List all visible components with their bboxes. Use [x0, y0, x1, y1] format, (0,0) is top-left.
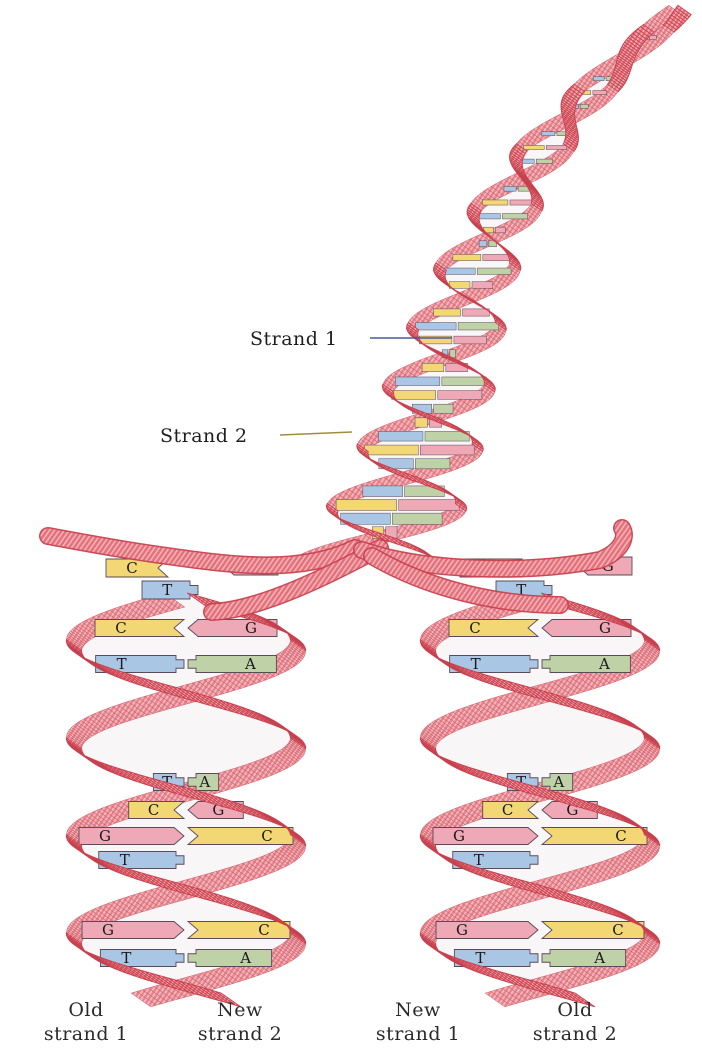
upper-base-block — [453, 254, 481, 260]
left-base-right-7 — [188, 922, 290, 939]
right-base-right-3-letter: A — [552, 773, 564, 791]
new-strand-2-label-line2: strand 2 — [198, 1023, 282, 1045]
left-base-left-5-letter: G — [99, 827, 111, 845]
left-base-right-7-letter: C — [258, 921, 269, 939]
upper-base-block — [524, 145, 544, 149]
strand1-label: Strand 1 — [250, 328, 338, 350]
upper-base-block — [434, 309, 461, 316]
right-base-right-1-letter: A — [598, 655, 610, 673]
new-strand-2-label-line1: New — [217, 999, 263, 1021]
upper-base-block — [392, 391, 436, 400]
left-base-right-0-letter: G — [245, 619, 257, 637]
upper-base-block — [593, 91, 607, 95]
new-strand-1-label-line1: New — [395, 999, 441, 1021]
right-base-right-8 — [542, 950, 626, 967]
right-base-right-5 — [542, 828, 647, 845]
left-base-left-0 — [95, 620, 184, 637]
left-base-left-0-letter: C — [115, 619, 126, 637]
upper-base-block — [482, 200, 508, 205]
upper-base-block — [392, 513, 442, 524]
upper-base-block — [580, 104, 588, 108]
right-base-right-1 — [542, 656, 630, 673]
right-base-left-5-letter: G — [453, 827, 465, 845]
upper-base-block — [363, 486, 403, 497]
right-base-left-0-letter: C — [469, 619, 480, 637]
upper-base-block — [441, 268, 475, 274]
upper-base-block — [379, 431, 423, 441]
old-strand-2-label-line2: strand 2 — [533, 1023, 617, 1045]
upper-base-block — [458, 323, 499, 330]
right-base-left-4-letter: C — [502, 801, 513, 819]
upper-base-block — [415, 418, 427, 427]
left-base-left-8-letter: T — [121, 949, 131, 967]
upper-base-block — [336, 500, 397, 511]
upper-base-block — [415, 459, 450, 469]
left-base-left-4-letter: C — [148, 801, 159, 819]
right-base-right-7-letter: C — [612, 921, 623, 939]
right-base-left-6-letter: T — [474, 851, 484, 869]
strand2-label: Strand 2 — [160, 425, 248, 447]
upper-base-block — [479, 241, 487, 247]
left-base-right-8 — [188, 950, 272, 967]
upper-base-block — [504, 186, 516, 191]
right-base-left-8-letter: T — [475, 949, 485, 967]
right-base-right-7 — [542, 922, 644, 939]
right-base-left-7 — [436, 922, 538, 939]
right-base-left-0 — [449, 620, 538, 637]
left-base-right-1-letter: A — [244, 655, 256, 673]
upper-base-block — [536, 159, 552, 163]
left-fork-base-2-letter: T — [162, 581, 172, 599]
new-strand-1-label-line2: strand 1 — [376, 1023, 460, 1045]
upper-base-block — [364, 445, 418, 455]
old-strand-1-label-line1: Old — [68, 999, 103, 1021]
strand2-pointer-line — [280, 432, 352, 435]
upper-base-block — [449, 282, 470, 289]
old-strand-2-label-line1: Old — [557, 999, 592, 1021]
upper-base-block — [483, 254, 511, 260]
left-base-left-6-letter: T — [120, 851, 130, 869]
upper-base-block — [434, 404, 453, 413]
upper-base-block — [593, 77, 604, 81]
left-base-right-1 — [188, 656, 276, 673]
left-base-right-5 — [188, 828, 293, 845]
right-base-right-8-letter: A — [593, 949, 605, 967]
upper-base-block — [438, 391, 482, 400]
upper-base-block — [546, 145, 566, 149]
right-base-right-0-letter: G — [599, 619, 611, 637]
left-base-left-7-letter: G — [102, 921, 114, 939]
left-fork-base-0-letter: C — [126, 559, 137, 577]
upper-base-block — [454, 336, 487, 344]
upper-base-block — [542, 132, 555, 136]
upper-base-block — [472, 282, 493, 289]
left-base-right-3-letter: A — [198, 773, 210, 791]
upper-base-block — [495, 227, 505, 233]
upper-base-block — [462, 309, 489, 316]
right-base-right-5-letter: C — [615, 827, 626, 845]
upper-base-block — [420, 445, 474, 455]
left-base-left-7 — [82, 922, 184, 939]
upper-base-block — [395, 377, 439, 386]
upper-base-block — [422, 363, 444, 371]
upper-base-block — [442, 377, 486, 386]
old-strand-1-label-line2: strand 1 — [44, 1023, 128, 1045]
upper-base-block — [399, 500, 460, 511]
right-base-left-5 — [433, 828, 538, 845]
upper-base-block — [649, 36, 656, 40]
upper-base-block — [502, 214, 527, 219]
left-base-right-5-letter: C — [261, 827, 272, 845]
right-base-left-7-letter: G — [456, 921, 468, 939]
upper-base-block — [416, 323, 457, 330]
left-base-left-5 — [79, 828, 184, 845]
upper-base-block — [477, 268, 511, 274]
left-base-right-8-letter: A — [239, 949, 251, 967]
